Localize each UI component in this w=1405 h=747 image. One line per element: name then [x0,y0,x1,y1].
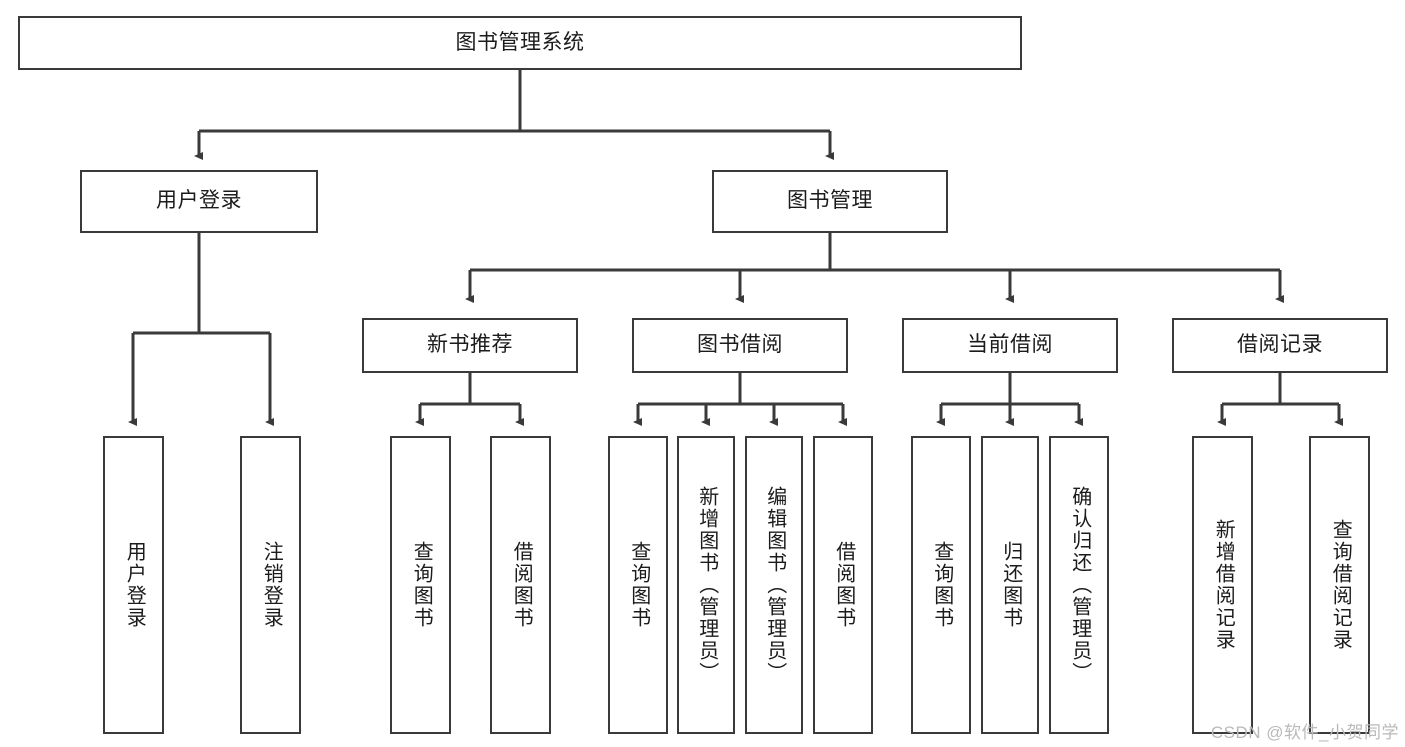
leaf-new-book-recommend-2[interactable]: 借阅图书 [490,436,551,734]
node-book-borrow[interactable]: 图书借阅 [632,318,848,373]
leaf-book-borrow-3[interactable]: 编辑图书（管理员） [745,436,803,734]
node-root-book-management-system[interactable]: 图书管理系统 [18,16,1022,70]
node-label: 图书管理 [787,189,873,213]
node-label: 借阅记录 [1237,333,1323,357]
node-label: 图书借阅 [697,333,783,357]
leaf-user-login-2[interactable]: 注销登录 [240,436,301,734]
leaf-book-borrow-2[interactable]: 新增图书（管理员） [677,436,735,734]
node-label: 确认归还（管理员） [1068,486,1091,684]
leaf-current-borrow-3[interactable]: 确认归还（管理员） [1049,436,1109,734]
node-label: 查询图书 [627,541,650,629]
node-label: 图书管理系统 [455,30,585,54]
node-label: 用户登录 [156,189,242,213]
leaf-borrow-record-2[interactable]: 查询借阅记录 [1309,436,1370,734]
node-label: 归还图书 [999,541,1022,629]
node-borrow-record[interactable]: 借阅记录 [1172,318,1388,373]
node-label: 注销登录 [260,541,283,629]
node-label: 新增图书（管理员） [695,486,718,684]
node-label: 用户登录 [123,541,146,629]
node-label: 新书推荐 [427,333,513,357]
node-label: 查询图书 [930,541,953,629]
node-label: 当前借阅 [967,333,1053,357]
node-user-login[interactable]: 用户登录 [80,170,318,233]
node-label: 借阅图书 [832,541,855,629]
node-label: 编辑图书（管理员） [763,486,786,684]
leaf-user-login-1[interactable]: 用户登录 [103,436,164,734]
csdn-watermark: CSDN @软件_小贺同学 [1210,723,1399,742]
leaf-book-borrow-4[interactable]: 借阅图书 [813,436,873,734]
node-label: 新增借阅记录 [1212,519,1235,651]
leaf-borrow-record-1[interactable]: 新增借阅记录 [1192,436,1253,734]
node-new-book-recommend[interactable]: 新书推荐 [362,318,578,373]
leaf-current-borrow-2[interactable]: 归还图书 [981,436,1039,734]
node-label: 查询借阅记录 [1329,519,1352,651]
node-book-management[interactable]: 图书管理 [712,170,948,233]
leaf-current-borrow-1[interactable]: 查询图书 [911,436,971,734]
leaf-new-book-recommend-1[interactable]: 查询图书 [390,436,451,734]
leaf-book-borrow-1[interactable]: 查询图书 [608,436,668,734]
node-current-borrow[interactable]: 当前借阅 [902,318,1118,373]
node-label: 查询图书 [410,541,433,629]
node-label: 借阅图书 [510,541,533,629]
